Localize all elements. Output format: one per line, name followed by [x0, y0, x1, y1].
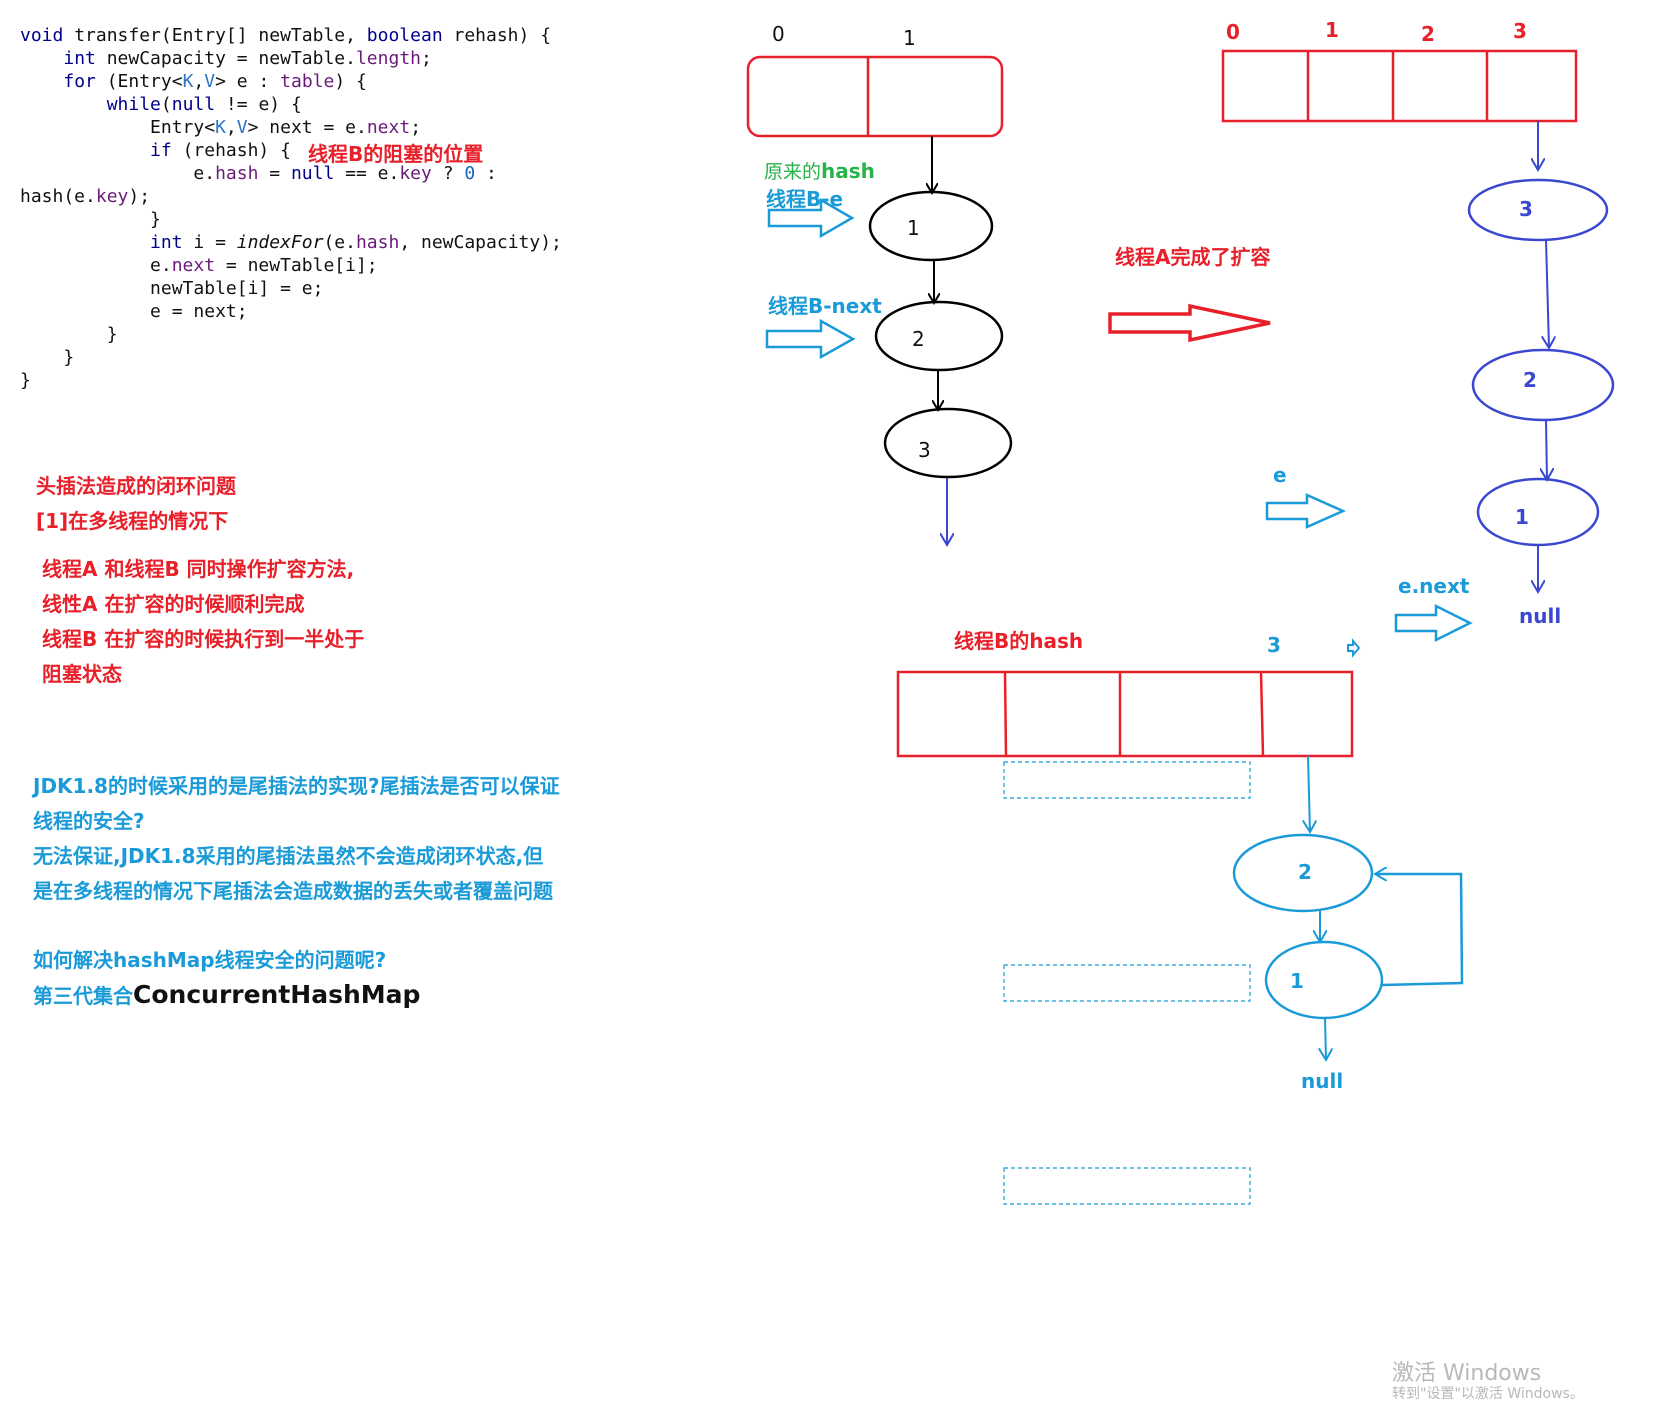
b-loop-back-arrow [1375, 874, 1464, 987]
code-line: newTable[i] = e; [20, 278, 324, 299]
code-line: for (Entry<K,V> e : table) { [63, 71, 367, 92]
code-line: } [20, 209, 161, 230]
orig-node-1 [868, 190, 994, 262]
new-node-3 [1467, 178, 1609, 242]
code-line: } [20, 370, 31, 391]
code-line: hash(e.key); [20, 186, 151, 207]
third-gen-label: 第三代集合 [33, 984, 133, 1008]
e-next-pointer-label: e.next [1398, 574, 1470, 598]
thread-b-table-divider-3 [1259, 671, 1265, 757]
loop-subtitle: [1]在多线程的情况下 [36, 509, 229, 533]
orig-node-3 [883, 407, 1013, 479]
dashed-placeholder-3 [1003, 1167, 1251, 1205]
thread-b-next-arrow [765, 318, 856, 360]
b-arrow-to-null [1325, 1017, 1326, 1060]
orig-table [746, 55, 1004, 138]
new-arrow-to-1 [1546, 419, 1547, 480]
jdk-question-1: JDK1.8的时候采用的是尾插法的实现?尾插法是否可以保证 [33, 774, 560, 798]
orig-node-2-label: 2 [912, 327, 925, 351]
dashed-placeholder-1 [1003, 761, 1251, 799]
jdk-question-2: 线程的安全? [33, 809, 145, 833]
code-line: e.hash = null == e.key ? 0 : [20, 163, 497, 184]
b-node-1 [1264, 940, 1384, 1020]
code-line: while(null != e) { [106, 94, 302, 115]
thread-a-done-arrow [1108, 303, 1271, 343]
new-table [1221, 49, 1578, 123]
code-line: e.next = newTable[i]; [20, 255, 378, 276]
null-top-label: null [1519, 604, 1562, 628]
b-node-1-label: 1 [1290, 969, 1304, 993]
jdk-answer-2: 是在多线程的情况下尾插法会造成数据的丢失或者覆盖问题 [33, 879, 553, 903]
watermark-line-1: 激活 Windows [1392, 1361, 1542, 1386]
thread-b-e-arrow [767, 197, 855, 239]
code-line: } [20, 324, 118, 345]
desc-line-1: 线程A 和线程B 同时操作扩容方法, [42, 557, 355, 581]
thread-b-table [896, 670, 1354, 758]
null-bottom-label: null [1301, 1069, 1344, 1093]
b-arrow-to-2 [1308, 755, 1310, 832]
new-node-2-label: 2 [1523, 368, 1537, 392]
watermark-line-2: 转到"设置"以激活 Windows。 [1392, 1386, 1584, 1402]
e-pointer-label: e [1273, 463, 1287, 487]
orig-hash-label-part1: 原来的 [764, 161, 822, 183]
new-node-2 [1471, 348, 1615, 422]
thread-b-index-3: 3 [1267, 633, 1281, 657]
orig-node-1-label: 1 [907, 216, 920, 240]
orig-node-2 [874, 300, 1004, 372]
new-node-1 [1476, 477, 1600, 547]
loop-title: 头插法造成的闭环问题 [36, 474, 236, 498]
new-index-2: 2 [1421, 22, 1435, 46]
thread-b-next-label: 线程B-next [768, 294, 882, 318]
thread-b-table-divider-1 [1003, 671, 1008, 757]
thread-a-done-label: 线程A完成了扩容 [1115, 245, 1271, 269]
new-index-0: 0 [1226, 20, 1240, 44]
orig-node-3-label: 3 [918, 438, 931, 462]
e-next-pointer-arrow [1394, 603, 1473, 643]
dashed-placeholder-2 [1003, 964, 1251, 1002]
e-pointer-arrow [1265, 493, 1347, 529]
code-line: Entry<K,V> next = e.next; [20, 117, 422, 138]
jdk-answer-1: 无法保证,JDK1.8采用的尾插法虽然不会造成闭环状态,但 [33, 844, 544, 868]
block-position-note: 线程B的阻塞的位置 [308, 142, 484, 166]
b-node-2 [1232, 833, 1374, 913]
new-index-1: 1 [1325, 18, 1339, 42]
how-question: 如何解决hashMap线程安全的问题呢? [33, 948, 387, 972]
code-line: } [20, 347, 75, 368]
new-node-1-label: 1 [1515, 505, 1529, 529]
chm-label: ConcurrentHashMap [133, 980, 421, 1009]
desc-line-3: 线程B 在扩容的时候执行到一半处于 [42, 627, 365, 651]
new-index-3: 3 [1513, 19, 1527, 43]
code-line: e = next; [20, 301, 248, 322]
orig-hash-label-part2: hash [821, 159, 875, 183]
code-line: if (rehash) { [150, 140, 291, 161]
small-right-arrow-icon [1347, 638, 1361, 658]
thread-b-hash-label: 线程B的hash [954, 629, 1084, 653]
thread-b-e-label: 线程B-e [766, 187, 844, 211]
code-line: int newCapacity = newTable.length; [63, 48, 432, 69]
third-gen-line: 第三代集合ConcurrentHashMap [33, 980, 420, 1009]
orig-index-0: 0 [772, 22, 785, 46]
new-node-3-label: 3 [1519, 197, 1533, 221]
code-line: int i = indexFor(e.hash, newCapacity); [150, 232, 562, 253]
code-line: void transfer(Entry[] newTable, boolean … [20, 25, 552, 46]
desc-line-4: 阻塞状态 [42, 662, 122, 686]
desc-line-2: 线性A 在扩容的时候顺利完成 [42, 592, 305, 616]
new-arrow-to-2 [1546, 239, 1549, 348]
code-block: void transfer(Entry[] newTable, boolean … [20, 24, 562, 392]
orig-index-1: 1 [903, 26, 916, 50]
b-node-2-label: 2 [1298, 860, 1312, 884]
orig-hash-label: 原来的hash [764, 157, 875, 184]
